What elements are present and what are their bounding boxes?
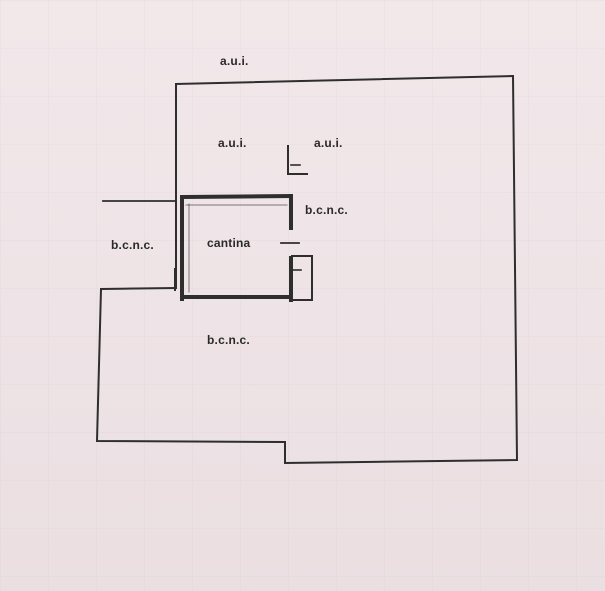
label-left-bcnc: b.c.n.c. [111, 238, 154, 252]
label-inner-left-aui: a.u.i. [218, 136, 247, 150]
label-right-of-cellar-bcnc: b.c.n.c. [305, 203, 348, 217]
cellar-top-wall [181, 193, 294, 200]
upper-wall-detail [287, 145, 308, 175]
label-inner-right-aui: a.u.i. [314, 136, 343, 150]
label-bottom-bcnc: b.c.n.c. [207, 333, 250, 347]
lower-right-wall-detail [290, 255, 313, 301]
outer-boundary-wall [95, 74, 519, 465]
label-room-cantina: cantina [207, 236, 251, 250]
label-top-aui: a.u.i. [220, 54, 249, 68]
